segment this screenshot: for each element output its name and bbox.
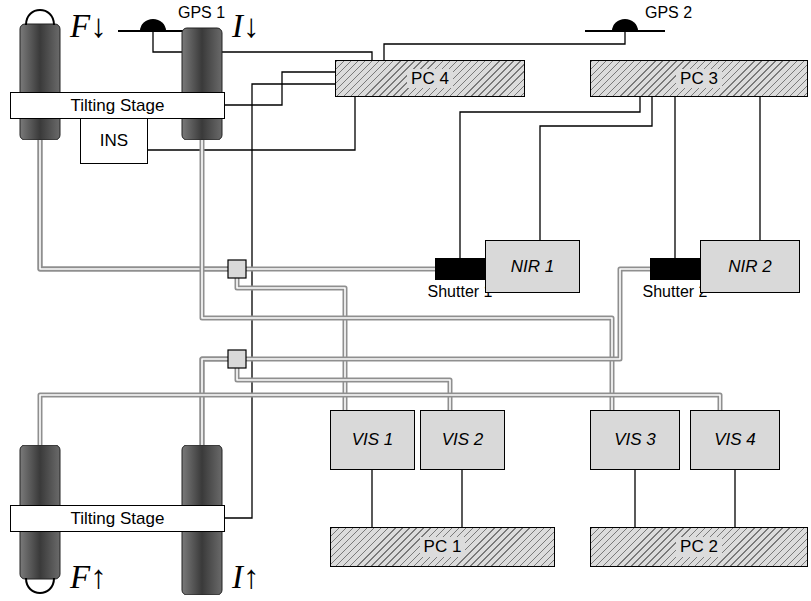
- node-label: VIS 2: [442, 430, 484, 450]
- antenna-dome: [612, 19, 638, 31]
- data-wire: [540, 97, 652, 240]
- data-wire: [634, 470, 635, 527]
- computer-box: PC 2: [590, 527, 808, 567]
- spectrometer-box: VIS 3: [590, 410, 680, 470]
- antenna-dome: [140, 19, 166, 31]
- ins-box: INS: [80, 118, 148, 164]
- tilting-stage: Tilting Stage: [10, 505, 225, 532]
- connector-group: [675, 97, 676, 258]
- node-label: NIR 1: [511, 257, 554, 277]
- cylinder-body: [182, 445, 222, 595]
- node-label: Tilting Stage: [71, 509, 165, 529]
- node-label: VIS 3: [614, 430, 656, 450]
- fiber-splitter: [228, 260, 246, 278]
- node-label: VIS 4: [714, 430, 756, 450]
- cylinder-shape: [180, 8, 224, 140]
- shutter: Shutter 1: [435, 258, 485, 280]
- data-wire: [674, 97, 675, 258]
- spectrometer-box: NIR 2: [700, 240, 800, 293]
- spectrometer-box: VIS 1: [330, 410, 415, 470]
- data-wire: [461, 470, 462, 527]
- computer-box: PC 3: [590, 60, 808, 97]
- fiber-cable: [202, 140, 612, 410]
- cylinder-body: [20, 24, 60, 140]
- radiance-head: I↓: [180, 8, 275, 140]
- node-label: PC 4: [407, 69, 453, 89]
- data-wire: [384, 32, 625, 60]
- connector-group: [462, 470, 463, 527]
- antenna-base: [585, 30, 665, 32]
- node-label: I↓: [232, 8, 260, 44]
- node-label: INS: [100, 131, 128, 151]
- data-wire: [460, 97, 640, 258]
- node-label: F↓: [70, 8, 107, 44]
- connector-group: [540, 97, 652, 240]
- fiber-core: [202, 140, 612, 410]
- cylinder-body: [182, 28, 222, 140]
- connector-group: [40, 32, 760, 527]
- computer-box: PC 4: [335, 60, 525, 97]
- gps-antenna: GPS 2: [585, 4, 700, 32]
- antenna-base: [118, 30, 188, 32]
- connector-group: [225, 72, 335, 105]
- connector-group: [40, 140, 345, 410]
- node-label: Shutter 1: [428, 283, 493, 301]
- connector-group: [460, 97, 640, 258]
- tilting-stage: Tilting Stage: [10, 92, 225, 119]
- connector-group: [384, 32, 625, 60]
- connector-group: [202, 140, 612, 410]
- connector-group: [635, 470, 636, 527]
- data-wire: [734, 470, 735, 527]
- computer-box: PC 1: [330, 527, 555, 567]
- fiber-cable: [40, 140, 345, 410]
- node-label: GPS 2: [645, 4, 692, 22]
- node-label: PC 1: [420, 537, 466, 557]
- data-wire: [371, 470, 372, 527]
- node-label: GPS 1: [178, 4, 225, 22]
- antenna-shape: [118, 4, 188, 32]
- node-label: Shutter 2: [643, 283, 708, 301]
- cylinder-shape: [18, 8, 62, 140]
- shutter: Shutter 2: [650, 258, 700, 280]
- node-label: PC 3: [676, 69, 722, 89]
- node-label: VIS 1: [352, 430, 394, 450]
- diffuser-loop: [26, 10, 54, 25]
- connector-group: [735, 470, 736, 527]
- connector-group: [760, 97, 761, 240]
- node-label: Tilting Stage: [71, 96, 165, 116]
- fiber-core: [40, 140, 345, 410]
- node-label: I↑: [232, 559, 260, 595]
- data-wire: [225, 84, 335, 518]
- cylinder-body: [20, 445, 60, 579]
- data-wire: [225, 72, 335, 105]
- spectrometer-box: NIR 1: [485, 240, 580, 293]
- node-label: PC 2: [676, 537, 722, 557]
- data-wire: [759, 97, 760, 240]
- diffuser-loop: [26, 578, 54, 593]
- spectrometer-box: VIS 4: [690, 410, 780, 470]
- connector-group: [225, 84, 335, 518]
- connector-group: [372, 470, 373, 527]
- node-label: NIR 2: [728, 257, 771, 277]
- fiber-splitter: [228, 350, 246, 368]
- spectrometer-box: VIS 2: [420, 410, 505, 470]
- node-label: F↑: [70, 559, 107, 595]
